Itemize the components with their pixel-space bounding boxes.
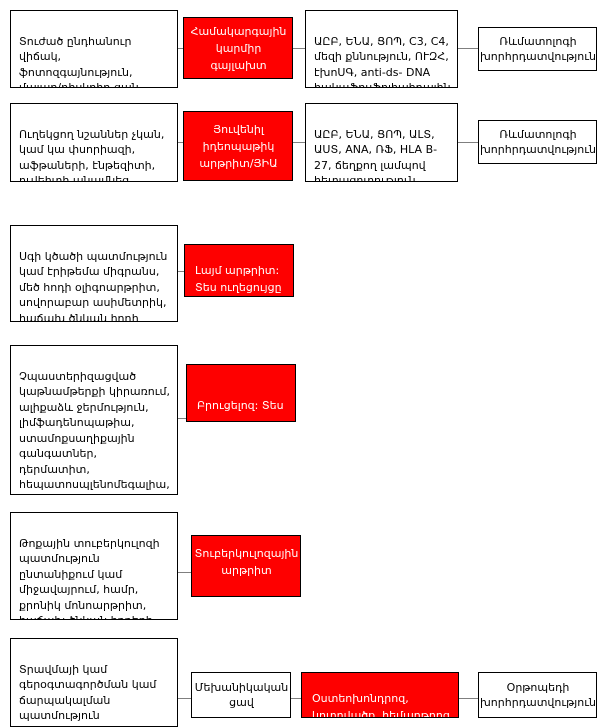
row2-referral-box: Ռևմատոլոգի խորհրդատվություն xyxy=(478,120,597,164)
row2-tests-box: ԱԸԲ, ԵՆԱ, ՑՈՊ, ԱԼՏ, ԱՍՏ, ANA, ՌՖ, HLA B-… xyxy=(305,103,458,182)
connector-row4-symptoms-to-diagnosis xyxy=(178,418,186,419)
row4-diagnosis-box: Բրուցելոզ: Տես ուղեցույցը xyxy=(186,364,296,422)
row5-symptoms-box: Թոքային տուբերկուլոզի պատմություն ընտանի… xyxy=(10,512,178,620)
connector-row1-symptoms-to-diagnosis xyxy=(178,48,185,49)
row3-symptoms-box: Սգի կծածի պատմություն կամ էրիթեմա միգրան… xyxy=(10,225,178,322)
row5-diagnosis-text: Տուբերկուլոզային արթրիտ xyxy=(194,547,299,577)
row6-conditions-box: Օստեոխոնդրոզ, կոտրվածք, հեմարթրոզ xyxy=(301,672,459,718)
connector-row6-symptoms-to-mechanical xyxy=(178,698,191,699)
row2-symptoms-box: Ուղեկցող նշաններ չկան, կամ կա փսորիազի, … xyxy=(10,103,178,182)
row4-symptoms-box: Չպաստերիզացված կաթնամթերքի կիրառում, ալի… xyxy=(10,345,178,495)
row5-diagnosis-box: Տուբերկուլոզային արթրիտ xyxy=(191,535,301,597)
row4-diagnosis-text: Բրուցելոզ: Տես ուղեցույցը xyxy=(197,399,284,412)
row1-referral-text: Ռևմատոլոգի խորհրդատվություն xyxy=(480,34,596,64)
row1-symptoms-text: Տուժած ընդհանուր վիճակ, ֆոտոզգայնություն… xyxy=(19,34,143,88)
connector-row6-tests-to-referral xyxy=(459,698,478,699)
row6-referral-text: Օրթոպեդի խորհրդատվություն xyxy=(480,680,596,710)
connector-row6-mechanical-to-tests xyxy=(291,698,301,699)
connector-row3-symptoms-to-diagnosis xyxy=(178,271,185,272)
row1-diagnosis-box: Համակարգային կարմիր գայլախտ xyxy=(183,17,293,79)
row1-diagnosis-text: Համակարգային կարմիր գայլախտ xyxy=(190,24,287,72)
row2-symptoms-text: Ուղեկցող նշաններ չկան, կամ կա փսորիազի, … xyxy=(19,127,165,182)
row2-diagnosis-text: Յուվենիլ իդեոպաթիկ արթրիտ/ՅԻԱ xyxy=(199,122,278,170)
row2-referral-text: Ռևմատոլոգի խորհրդատվություն xyxy=(480,127,596,157)
connector-row2-diagnosis-to-tests xyxy=(293,142,306,143)
row3-diagnosis-text: Լայմ արթրիտ: Տես ուղեցույցը xyxy=(195,264,282,294)
row6-referral-box: Օրթոպեդի խորհրդատվություն xyxy=(478,672,597,718)
row6-mechanical-pain-text: Մեխանիկական ցավ xyxy=(194,680,289,710)
row1-tests-box: ԱԸԲ, ԵՆԱ, ՑՈՊ, C3, C4, մեզի քննություն, … xyxy=(305,10,458,88)
row5-symptoms-text: Թոքային տուբերկուլոզի պատմություն ընտանի… xyxy=(19,536,160,620)
connector-row2-symptoms-to-diagnosis xyxy=(178,142,185,143)
row3-symptoms-text: Սգի կծածի պատմություն կամ էրիթեմա միգրան… xyxy=(19,249,168,322)
row6-symptoms-box: Տրավմայի կամ գերօգտագործման կամ ճարպակալ… xyxy=(10,638,178,727)
row6-symptoms-text: Տրավմայի կամ գերօգտագործման կամ ճարպակալ… xyxy=(19,662,157,723)
row1-referral-box: Ռևմատոլոգի խորհրդատվություն xyxy=(478,27,597,71)
row2-diagnosis-box: Յուվենիլ իդեոպաթիկ արթրիտ/ՅԻԱ xyxy=(183,111,293,181)
connector-row2-tests-to-referral xyxy=(458,142,479,143)
row4-symptoms-text: Չպաստերիզացված կաթնամթերքի կիրառում, ալի… xyxy=(19,369,170,495)
row2-tests-text: ԱԸԲ, ԵՆԱ, ՑՈՊ, ԱԼՏ, ԱՍՏ, ANA, ՌՖ, HLA B-… xyxy=(314,127,438,182)
row3-diagnosis-box: Լայմ արթրիտ: Տես ուղեցույցը xyxy=(184,244,294,297)
connector-row1-tests-to-referral xyxy=(458,48,479,49)
connector-row1-diagnosis-to-tests xyxy=(293,48,306,49)
row6-mechanical-pain-box: Մեխանիկական ցավ xyxy=(191,672,291,718)
connector-row5-symptoms-to-diagnosis xyxy=(178,572,191,573)
row6-conditions-text: Օստեոխոնդրոզ, կոտրվածք, հեմարթրոզ xyxy=(312,692,450,718)
row1-tests-text: ԱԸԲ, ԵՆԱ, ՑՈՊ, C3, C4, մեզի քննություն, … xyxy=(314,34,451,88)
row1-symptoms-box: Տուժած ընդհանուր վիճակ, ֆոտոզգայնություն… xyxy=(10,10,178,88)
